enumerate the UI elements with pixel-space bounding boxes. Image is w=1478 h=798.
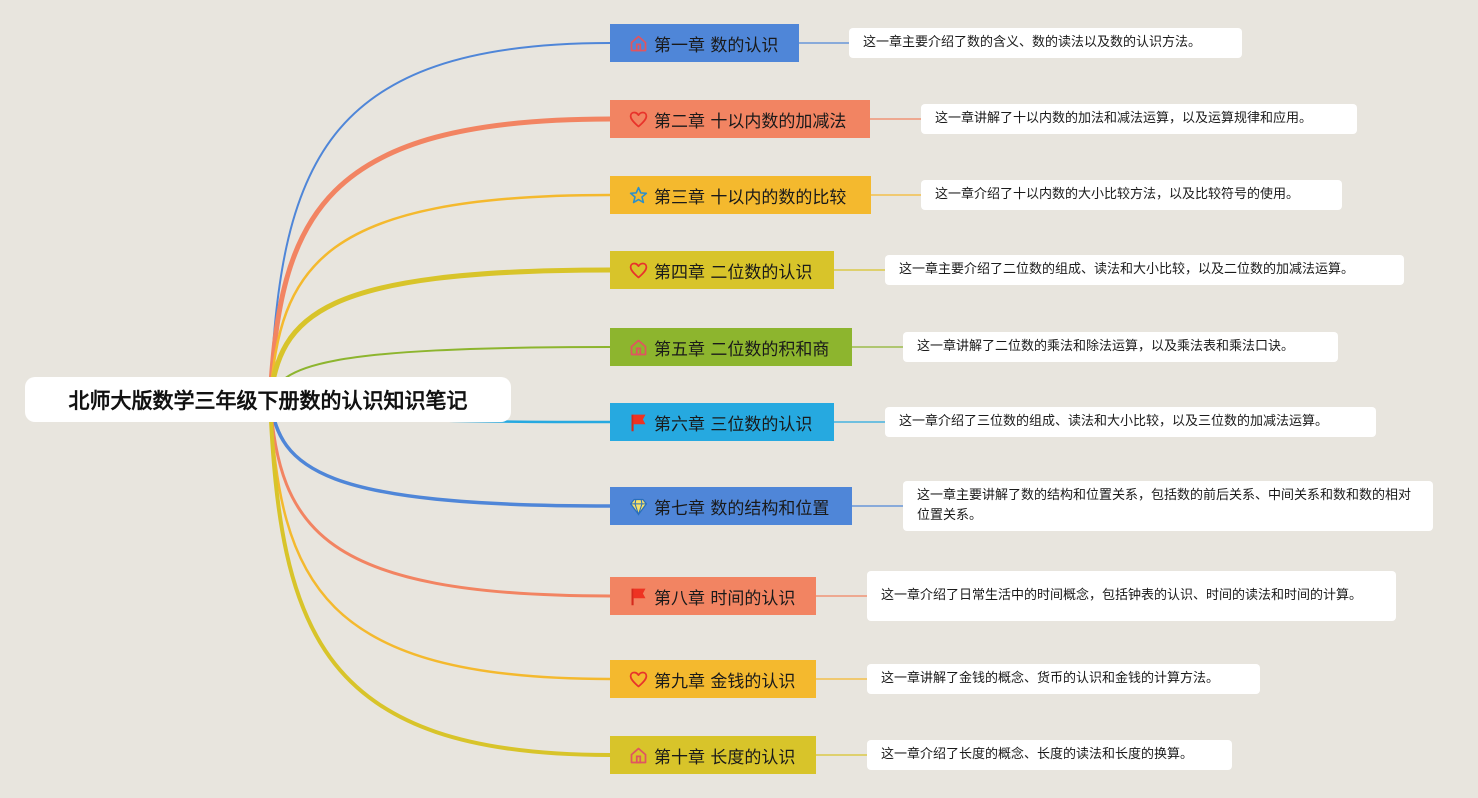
chapter-description-text: 这一章介绍了三位数的组成、读法和大小比较，以及三位数的加减法运算。: [899, 414, 1329, 429]
branch-connector: [267, 267, 613, 403]
flag-icon: [626, 584, 650, 608]
branch-connector: [268, 193, 612, 402]
chapter-description[interactable]: 这一章主要讲解了数的结构和位置关系，包括数的前后关系、中间关系和数和数的相对位置…: [903, 481, 1433, 531]
chapter-node[interactable]: 第二章 十以内数的加减法: [610, 100, 870, 138]
chapter-title: 第二章 十以内数的加减法: [654, 111, 847, 132]
chapter-title: 第十章 长度的认识: [654, 747, 796, 768]
root-topic-label: 北师大版数学三年级下册数的认识知识笔记: [68, 388, 468, 413]
star-icon: [626, 183, 650, 207]
chapter-title: 第四章 二位数的认识: [654, 262, 813, 283]
chapter-node[interactable]: 第四章 二位数的认识: [610, 251, 834, 289]
chapter-node[interactable]: 第八章 时间的认识: [610, 577, 816, 615]
chapter-description[interactable]: 这一章讲解了金钱的概念、货币的认识和金钱的计算方法。: [867, 664, 1260, 694]
house-icon: [626, 335, 650, 359]
flag-icon: [626, 410, 650, 434]
chapter-node[interactable]: 第七章 数的结构和位置: [610, 487, 852, 525]
branch-connector: [269, 42, 611, 401]
root-topic[interactable]: 北师大版数学三年级下册数的认识知识笔记: [25, 377, 511, 422]
chapter-description-text: 这一章介绍了日常生活中的时间概念，包括钟表的认识、时间的读法和时间的计算。: [881, 588, 1363, 603]
chapter-node[interactable]: 第十章 长度的认识: [610, 736, 816, 774]
chapter-description[interactable]: 这一章介绍了十以内数的大小比较方法，以及比较符号的使用。: [921, 180, 1342, 210]
chapter-description[interactable]: 这一章介绍了三位数的组成、读法和大小比较，以及三位数的加减法运算。: [885, 407, 1376, 437]
chapter-description[interactable]: 这一章介绍了日常生活中的时间概念，包括钟表的认识、时间的读法和时间的计算。: [867, 571, 1396, 621]
chapter-title: 第六章 三位数的认识: [654, 414, 813, 435]
chapter-description[interactable]: 这一章讲解了二位数的乘法和除法运算，以及乘法表和乘法口诀。: [903, 332, 1338, 362]
chapter-node[interactable]: 第九章 金钱的认识: [610, 660, 816, 698]
chapter-title: 第三章 十以内的数的比较: [654, 187, 847, 208]
chapter-title: 第八章 时间的认识: [654, 588, 796, 609]
chapter-description-text: 这一章主要讲解了数的结构和位置关系，包括数的前后关系、中间关系和数和数的相对位置…: [917, 488, 1412, 523]
house-icon: [626, 743, 650, 767]
chapter-description-text: 这一章讲解了十以内数的加法和减法运算，以及运算规律和应用。: [935, 111, 1313, 126]
chapter-node[interactable]: 第五章 二位数的积和商: [610, 328, 852, 366]
chapter-title: 第九章 金钱的认识: [654, 671, 796, 692]
branch-connector: [267, 116, 613, 403]
heart-icon: [626, 667, 650, 691]
chapter-description-text: 这一章主要介绍了二位数的组成、读法和大小比较，以及二位数的加减法运算。: [899, 262, 1355, 277]
chapter-description-text: 这一章讲解了金钱的概念、货币的认识和金钱的计算方法。: [881, 671, 1220, 686]
chapter-description[interactable]: 这一章讲解了十以内数的加法和减法运算，以及运算规律和应用。: [921, 104, 1357, 134]
chapter-description[interactable]: 这一章主要介绍了数的含义、数的读法以及数的认识方法。: [849, 28, 1242, 58]
chapter-node[interactable]: 第三章 十以内的数的比较: [610, 176, 871, 214]
branch-connector: [268, 398, 612, 598]
heart-icon: [626, 107, 650, 131]
chapter-title: 第五章 二位数的积和商: [654, 339, 830, 360]
house-icon: [626, 31, 650, 55]
chapter-description-text: 这一章主要介绍了数的含义、数的读法以及数的认识方法。: [863, 35, 1202, 50]
diamond-icon: [626, 494, 650, 518]
chapter-description-text: 这一章介绍了长度的概念、长度的读法和长度的换算。: [881, 747, 1194, 762]
branch-connector: [268, 398, 612, 681]
branch-connector: [268, 398, 612, 757]
chapter-title: 第七章 数的结构和位置: [654, 498, 830, 519]
heart-icon: [626, 258, 650, 282]
chapter-description-text: 这一章讲解了二位数的乘法和除法运算，以及乘法表和乘法口诀。: [917, 339, 1295, 354]
chapter-node[interactable]: 第六章 三位数的认识: [610, 403, 834, 441]
branch-connector: [268, 398, 612, 508]
chapter-title: 第一章 数的认识: [654, 35, 779, 56]
chapter-description-text: 这一章介绍了十以内数的大小比较方法，以及比较符号的使用。: [935, 187, 1300, 202]
chapter-description[interactable]: 这一章介绍了长度的概念、长度的读法和长度的换算。: [867, 740, 1232, 770]
chapter-description[interactable]: 这一章主要介绍了二位数的组成、读法和大小比较，以及二位数的加减法运算。: [885, 255, 1404, 285]
chapter-node[interactable]: 第一章 数的认识: [610, 24, 799, 62]
